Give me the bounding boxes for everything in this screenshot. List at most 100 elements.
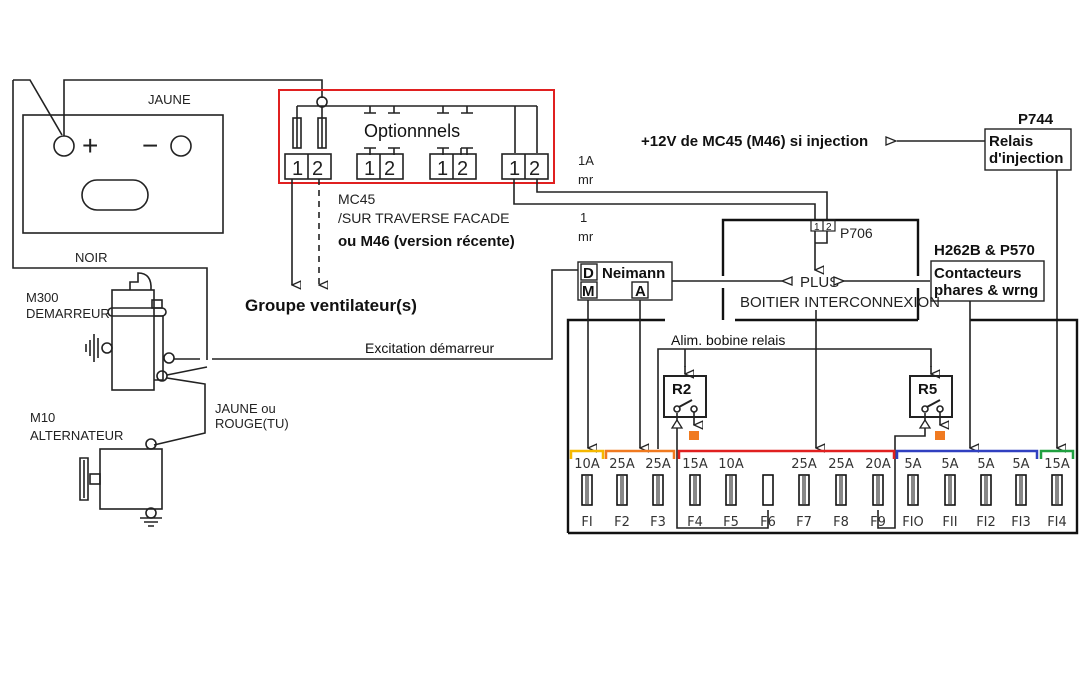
fuse-rating: 25A — [828, 457, 854, 472]
fuse-element — [948, 476, 952, 504]
contacteurs-box — [930, 260, 1045, 302]
fuse-f8: 25A F8 — [828, 457, 854, 530]
svg-text:M: M — [582, 283, 595, 300]
fuse-element — [656, 476, 660, 504]
p706-label: P706 — [840, 225, 873, 241]
battery-positive-terminal — [53, 135, 75, 157]
fuse-body — [762, 474, 774, 506]
fuse-f2: 25A F2 — [609, 457, 635, 530]
relay-coil-feed-label: Alim. bobine relais — [671, 332, 785, 348]
fuse-body — [581, 474, 593, 506]
fuse-group-green — [1039, 449, 1075, 459]
interconnect-label: BOITIER INTERCONNEXION — [740, 294, 940, 311]
battery-body — [22, 114, 224, 234]
fuse-id: F3 — [650, 515, 666, 530]
svg-text:A: A — [635, 283, 646, 300]
fuse-element — [729, 476, 733, 504]
fuse-rating: 5A — [1012, 457, 1029, 472]
fuse-group-red — [677, 449, 896, 459]
svg-text:1: 1 — [364, 158, 375, 180]
svg-text:Relais: Relais — [989, 133, 1033, 150]
contacteurs-code: H262B & P570 — [934, 242, 1035, 259]
fuse-holder-mc45: Optionnnels 1 2 1 2 1 2 1 2 — [278, 89, 555, 184]
fuse-id: F2 — [614, 515, 630, 530]
fuse-rating: 15A — [682, 457, 708, 472]
fuse-element — [1055, 476, 1059, 504]
connector-3: 1 2 — [429, 153, 477, 180]
connector-p706: 1 2 P706 — [810, 219, 873, 262]
connector-2: 1 2 — [356, 153, 404, 180]
fuse-rating: 20A — [865, 457, 891, 472]
fuse-rating: 15A — [1044, 457, 1070, 472]
svg-text:1: 1 — [580, 210, 587, 225]
fuse-id: F8 — [833, 515, 849, 530]
relay-r5-label: R5 — [918, 381, 937, 398]
svg-text:Contacteurs: Contacteurs — [934, 265, 1022, 282]
fuse-element — [984, 476, 988, 504]
svg-text:1: 1 — [509, 158, 520, 180]
alt-wire-label-1: JAUNE ou — [215, 401, 276, 416]
relay-r5: R5 — [877, 375, 953, 529]
fuse-body — [907, 474, 919, 506]
svg-text:2: 2 — [312, 158, 323, 180]
fuse-id: F5 — [723, 515, 739, 530]
optionnels-label: Optionnnels — [364, 121, 460, 141]
starter-m300: M300 DEMARREUR — [26, 272, 175, 391]
wire-1 — [513, 179, 816, 220]
fuse-body — [872, 474, 884, 506]
connector-4: 1 2 — [501, 153, 549, 180]
battery: + − JAUNE NOIR — [22, 92, 224, 265]
svg-text:2: 2 — [384, 158, 395, 180]
fuse-rating: 5A — [977, 457, 994, 472]
fuse-id: FI2 — [976, 515, 996, 530]
svg-text:2: 2 — [826, 222, 832, 233]
relay-injection-code: P744 — [1018, 111, 1054, 128]
fuse-group-blue — [895, 449, 1039, 459]
wire-noir-ground — [12, 80, 208, 360]
fuse-id: FI — [581, 515, 592, 530]
fuse-holder-highlight — [278, 89, 555, 184]
fuse-rating: 10A — [718, 457, 744, 472]
fan-group-label: Groupe ventilateur(s) — [245, 296, 417, 315]
svg-text:Neimann: Neimann — [602, 265, 665, 282]
fuse-fi4: 15A FI4 — [1044, 457, 1070, 530]
plus-label: PLUS — [800, 274, 839, 291]
svg-text:d'injection: d'injection — [989, 150, 1063, 167]
battery-handle — [81, 179, 149, 211]
fuse-body — [725, 474, 737, 506]
fuse-rating: 25A — [791, 457, 817, 472]
injection-feed-label: +12V de MC45 (M46) si injection — [641, 133, 868, 150]
relay-r5-output — [935, 431, 945, 440]
fuse-rating: 5A — [941, 457, 958, 472]
fuse-id: FI4 — [1047, 515, 1067, 530]
battery-positive-sign: + — [82, 130, 98, 161]
fuse-element — [911, 476, 915, 504]
svg-text:2: 2 — [457, 158, 468, 180]
fuse-rating: 25A — [609, 457, 635, 472]
fuse-body — [835, 474, 847, 506]
wire-noir-to-battery — [13, 79, 63, 136]
alternator-code: M10 — [30, 410, 55, 425]
fuse-f5: 10A F5 — [718, 457, 744, 530]
fuse-element — [585, 476, 589, 504]
fuse-group-yellow — [569, 449, 605, 459]
wire-label-jaune: JAUNE — [148, 92, 191, 107]
svg-text:1: 1 — [292, 158, 303, 180]
fuse-body — [1051, 474, 1063, 506]
svg-text:1A: 1A — [578, 153, 594, 168]
mount-label-2: /SUR TRAVERSE FACADE — [338, 210, 509, 226]
fuse-f9: 20A F9 — [865, 457, 891, 530]
fuse-rating: 5A — [904, 457, 921, 472]
fuse-rating: 10A — [574, 457, 600, 472]
starter-body — [111, 289, 155, 391]
fuse-element — [620, 476, 624, 504]
fuse-id: F9 — [870, 515, 886, 530]
fuse-element — [876, 476, 880, 504]
svg-text:1: 1 — [437, 158, 448, 180]
fuse-id: F4 — [687, 515, 703, 530]
relay-r2-label: R2 — [672, 381, 691, 398]
fuse-element — [802, 476, 806, 504]
alternator-name: ALTERNATEUR — [30, 428, 123, 443]
relay-injection-box — [984, 128, 1072, 171]
